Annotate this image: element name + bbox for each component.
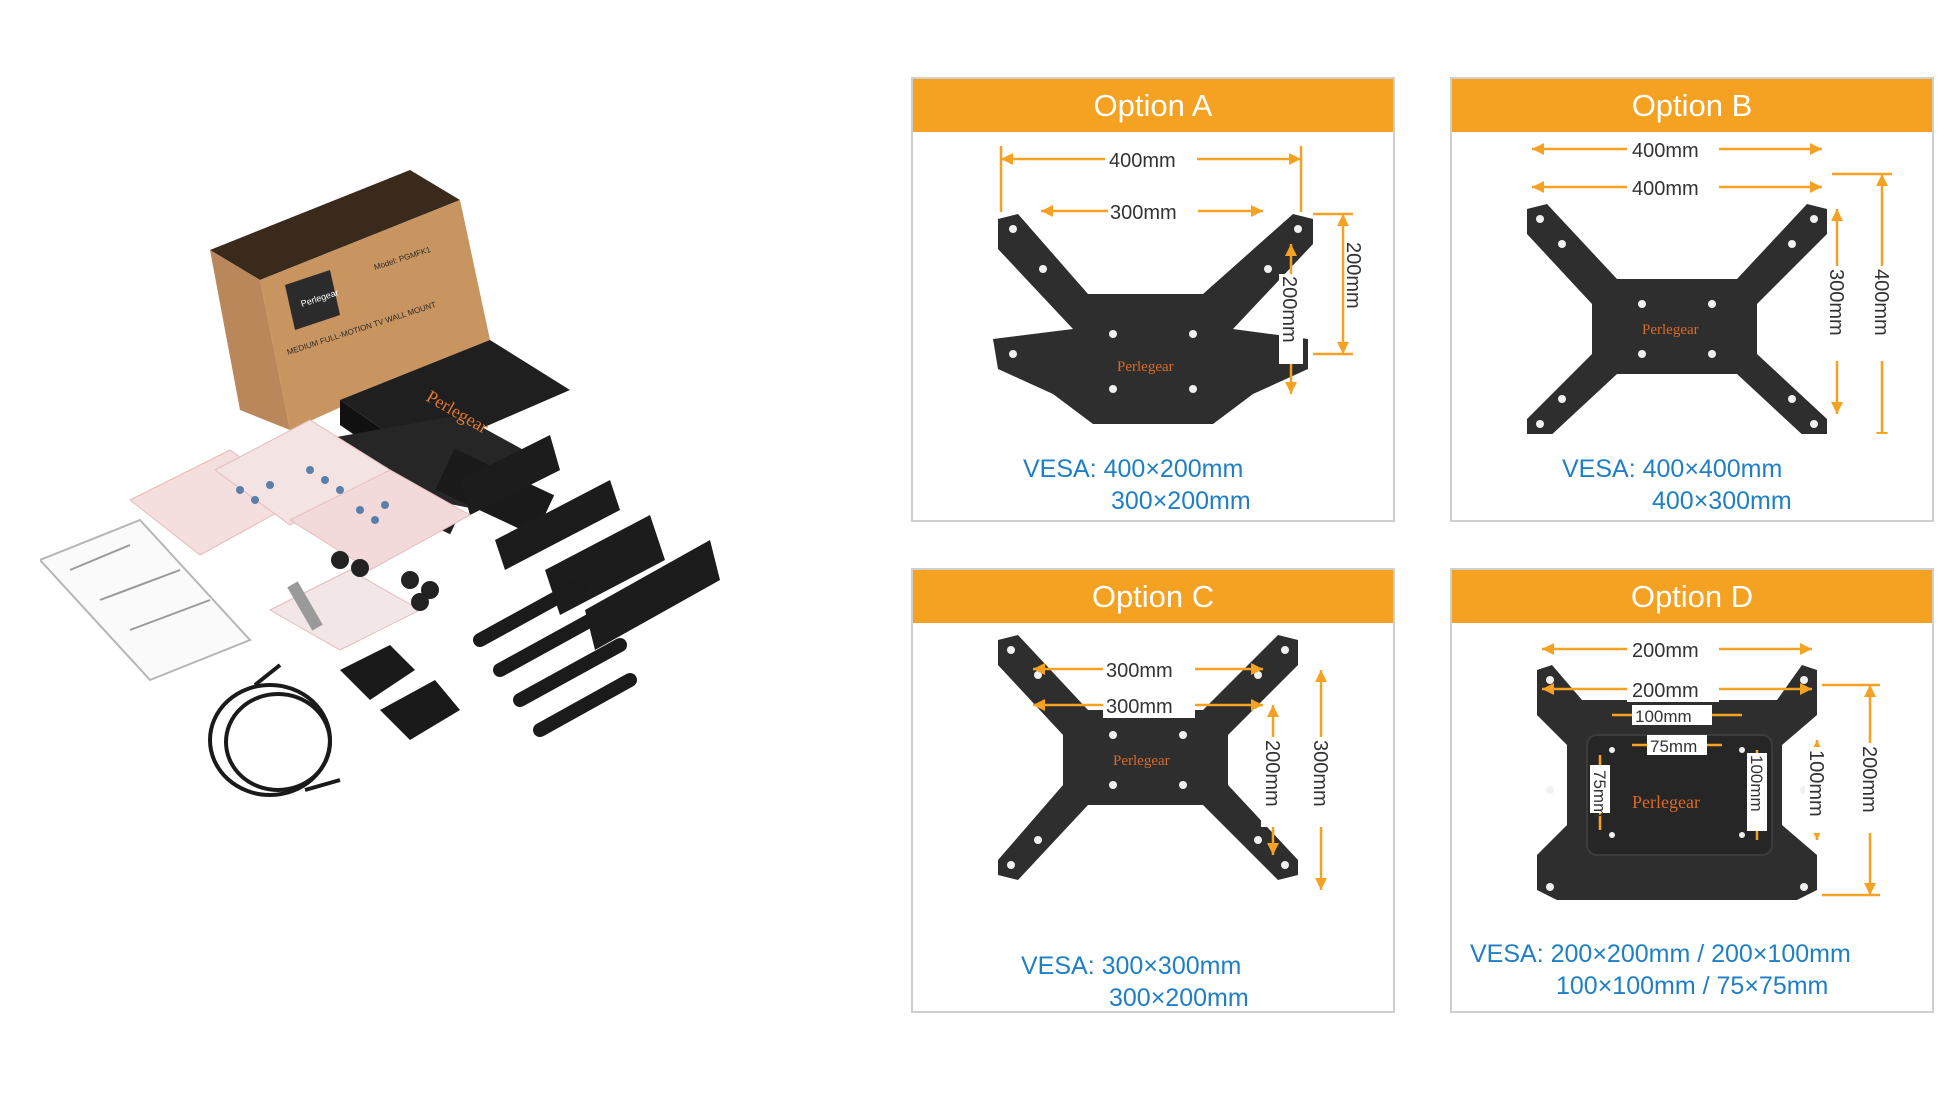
option-c-dim-300-vertical: 300mm [1309, 740, 1331, 807]
option-a-dim-200-outer: 200mm [1342, 242, 1364, 309]
hdmi-cable [208, 663, 341, 797]
option-b-card: Option B Perlegear 400mm 400mm 300mm 400… [1450, 77, 1934, 522]
option-c-vesa-label: VESA: [1021, 952, 1095, 980]
option-d-dim-100-vertical-inner: 100mm [1747, 755, 1766, 812]
option-c-dim-300-second: 300mm [1106, 696, 1173, 718]
option-a-vesa-line-2: 300×200mm [1111, 487, 1251, 515]
option-c-card: Option C Perlegear 300mm 300mm 200mm 300… [911, 568, 1395, 1013]
option-d-title: Option D [1452, 570, 1932, 623]
option-d-vesa-line-1: 200×200mm / 200×100mm [1550, 940, 1851, 968]
option-b-vesa: VESA: 400×400mm 400×300mm [1452, 453, 1932, 517]
option-a-plate-logo: Perlegear [1117, 359, 1174, 375]
option-d-dim-75-vertical: 75mm [1590, 770, 1609, 817]
option-b-vesa-label: VESA: [1562, 455, 1636, 483]
option-a-card: Option A Perlegear 400mm 300mm 200mm 200… [911, 77, 1395, 522]
instruction-manual [40, 518, 252, 682]
option-d-dim-200-second: 200mm [1632, 680, 1699, 702]
option-c-plate-logo: Perlegear [1113, 753, 1170, 769]
option-c-vesa: VESA: 300×300mm 300×200mm [913, 950, 1393, 1014]
option-c-dim-300-top: 300mm [1106, 660, 1173, 682]
option-a-vesa-line-1: 400×200mm [1103, 455, 1244, 483]
option-b-dim-400-vertical: 400mm [1870, 269, 1892, 336]
option-d-dim-200-vertical: 200mm [1858, 746, 1880, 813]
option-b-title: Option B [1452, 79, 1932, 132]
product-box: Perlegear MEDIUM FULL-MOTION TV WALL MOU… [210, 170, 490, 430]
option-a-vesa-label: VESA: [1023, 455, 1097, 483]
option-d-vesa-label: VESA: [1470, 940, 1544, 968]
option-c-dim-200: 200mm [1261, 740, 1283, 807]
option-c-vesa-line-2: 300×200mm [1109, 984, 1249, 1012]
option-a-diagram: Perlegear 400mm 300mm 200mm 200mm [993, 146, 1364, 424]
option-d-dim-100-horizontal: 100mm [1635, 707, 1692, 726]
option-c-vesa-line-1: 300×300mm [1101, 952, 1242, 980]
option-c-title: Option C [913, 570, 1393, 623]
option-d-dim-100-vertical-outer: 100mm [1805, 750, 1827, 817]
option-d-diagram: Perlegear 200mm 200mm 100mm 75mm 75mm 10… [1537, 636, 1882, 900]
cable-clips [340, 645, 460, 740]
option-b-plate-logo: Perlegear [1642, 322, 1699, 338]
hardware-bags [129, 419, 472, 651]
option-b-dim-400-top: 400mm [1632, 140, 1699, 162]
option-a-dim-200-inner: 200mm [1278, 276, 1300, 343]
option-b-dim-400-second: 400mm [1632, 178, 1699, 200]
option-d-vesa: VESA: 200×200mm / 200×100mm 100×100mm / … [1452, 938, 1932, 1002]
option-a-dim-300: 300mm [1110, 202, 1177, 224]
option-d-plate-logo: Perlegear [1632, 792, 1700, 812]
option-b-diagram: Perlegear 400mm 400mm 300mm 400mm [1527, 137, 1894, 434]
option-b-vesa-line-1: 400×400mm [1642, 455, 1783, 483]
option-b-vesa-line-2: 400×300mm [1652, 487, 1792, 515]
option-d-card: Option D Perlegear 200mm 200mm 100mm 75m… [1450, 568, 1934, 1013]
option-a-dim-400: 400mm [1109, 150, 1176, 172]
option-a-vesa: VESA: 400×200mm 300×200mm [913, 453, 1393, 517]
cable-ties [473, 578, 637, 737]
option-c-diagram: Perlegear 300mm 300mm 200mm 300mm [998, 635, 1333, 890]
option-d-vesa-line-2: 100×100mm / 75×75mm [1556, 972, 1829, 1000]
option-b-dim-300: 300mm [1825, 269, 1847, 336]
product-kit-photo: Perlegear MEDIUM FULL-MOTION TV WALL MOU… [40, 170, 720, 797]
option-d-dim-200-top: 200mm [1632, 640, 1699, 662]
option-d-dim-75-horizontal: 75mm [1650, 737, 1697, 756]
wrench [287, 581, 323, 631]
option-a-title: Option A [913, 79, 1393, 132]
